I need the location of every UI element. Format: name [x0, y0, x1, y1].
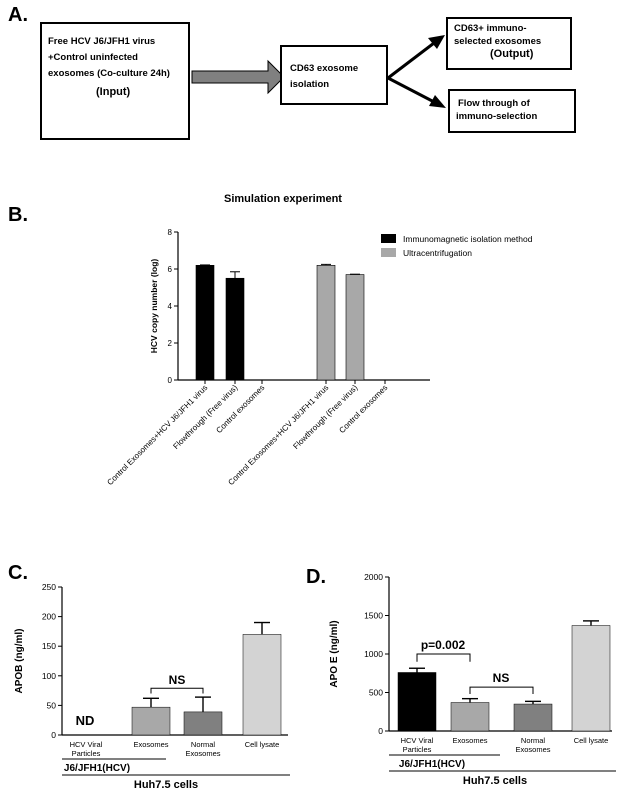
flow-arrows [191, 35, 446, 108]
isolation-line-2: isolation [290, 79, 330, 90]
y-tick-label: 2 [168, 339, 173, 348]
bar [195, 265, 215, 381]
output-line-2: selected exosomes [454, 36, 542, 47]
output-tag: (Output) [490, 48, 534, 60]
group-label-cells: Huh7.5 cells [134, 779, 198, 791]
y-tick-label: 500 [369, 688, 383, 698]
isolation-box: CD63 exosome isolation [280, 45, 388, 105]
bar [242, 634, 282, 736]
y-tick-label: 50 [47, 700, 57, 710]
bar [571, 625, 611, 732]
output-box: CD63+ immuno- selected exosomes (Output) [446, 17, 572, 70]
y-tick-label: 250 [42, 582, 56, 592]
y-tick-label: 0 [51, 730, 56, 740]
bar [183, 711, 223, 736]
block-arrow-icon [191, 59, 285, 95]
x-tick-label: HCV Viral [401, 736, 434, 745]
y-tick-label: 150 [42, 641, 56, 651]
isolation-line-1: CD63 exosome [290, 63, 359, 74]
y-axis-label: APOB (ng/ml) [14, 629, 25, 694]
panel-letter-a: A. [8, 4, 28, 26]
x-tick-label: Exosomes [133, 740, 168, 749]
nd-annotation: ND [76, 713, 95, 728]
significance-bracket [150, 687, 204, 694]
x-tick-label: Cell lysate [574, 736, 609, 745]
y-tick-label: 100 [42, 671, 56, 681]
x-tick-label: Control Exosomes+HCV J6/JFH1 virus [226, 383, 330, 487]
y-tick-label: 6 [168, 265, 173, 274]
significance-bracket-ns [469, 686, 534, 695]
x-tick-label: Particles [403, 745, 432, 754]
legend-swatch [381, 248, 396, 257]
output-line-1: CD63+ immuno- [454, 23, 527, 34]
group-label-cells: Huh7.5 cells [463, 775, 527, 787]
flow-line-1: Flow through of [458, 98, 530, 109]
arrowhead-flow-icon [429, 95, 446, 108]
y-axis-label: HCV copy number (log) [149, 259, 159, 354]
y-tick-label: 4 [168, 302, 173, 311]
significance-bracket-p [416, 653, 471, 662]
y-tick-label: 200 [42, 612, 56, 622]
bar [225, 277, 245, 381]
group-label-virus: J6/JFH1(HCV) [399, 759, 465, 770]
ns-annotation: NS [493, 671, 510, 685]
group-label-virus: J6/JFH1(HCV) [64, 763, 130, 774]
y-axis-label: APO E (ng/ml) [329, 620, 340, 687]
x-tick-label: HCV Viral [70, 740, 103, 749]
x-tick-label: Control exosomes [214, 383, 266, 435]
x-tick-label: Normal [521, 736, 546, 745]
p-value-annotation: p=0.002 [421, 638, 466, 652]
panel-letter-d: D. [306, 566, 326, 588]
input-line-2: +Control uninfected [48, 52, 138, 63]
arrow-to-output [387, 38, 439, 80]
y-tick-label: 2000 [364, 572, 383, 582]
legend-label: Ultracentrifugation [403, 248, 472, 258]
panel-letter-b: B. [8, 204, 28, 226]
bar [397, 672, 437, 732]
y-tick-label: 0 [168, 376, 173, 385]
panel-letter-c: C. [8, 562, 28, 584]
bar [316, 265, 336, 381]
input-tag: (Input) [96, 86, 131, 98]
bar [450, 702, 490, 732]
arrow-to-flowthrough [387, 76, 439, 106]
y-tick-label: 1000 [364, 649, 383, 659]
chart-title: Simulation experiment [224, 193, 342, 205]
arrowhead-output-icon [428, 35, 445, 49]
bar [131, 706, 171, 736]
x-tick-label: Exosomes [515, 745, 550, 754]
x-tick-label: Normal [191, 740, 216, 749]
y-tick-label: 0 [378, 726, 383, 736]
x-tick-label: Exosomes [185, 749, 220, 758]
y-tick-label: 1500 [364, 611, 383, 621]
input-line-3: exosomes (Co-culture 24h) [48, 68, 170, 79]
legend-label: Immunomagnetic isolation method [403, 234, 533, 244]
flowthrough-box: Flow through of immuno-selection [448, 89, 576, 133]
input-line-1: Free HCV J6/JFH1 virus [48, 36, 156, 47]
x-tick-label: Control Exosomes+HCV J6/JFH1 virus [105, 383, 209, 487]
bar [513, 703, 553, 732]
input-box: Free HCV J6/JFH1 virus +Control uninfect… [40, 22, 190, 140]
x-tick-label: Exosomes [452, 736, 487, 745]
x-tick-label: Particles [72, 749, 101, 758]
x-tick-label: Cell lysate [245, 740, 280, 749]
y-tick-label: 8 [168, 228, 173, 237]
legend-swatch [381, 234, 396, 243]
flow-line-2: immuno-selection [456, 111, 538, 122]
ns-annotation: NS [169, 673, 186, 687]
bar [345, 274, 365, 381]
